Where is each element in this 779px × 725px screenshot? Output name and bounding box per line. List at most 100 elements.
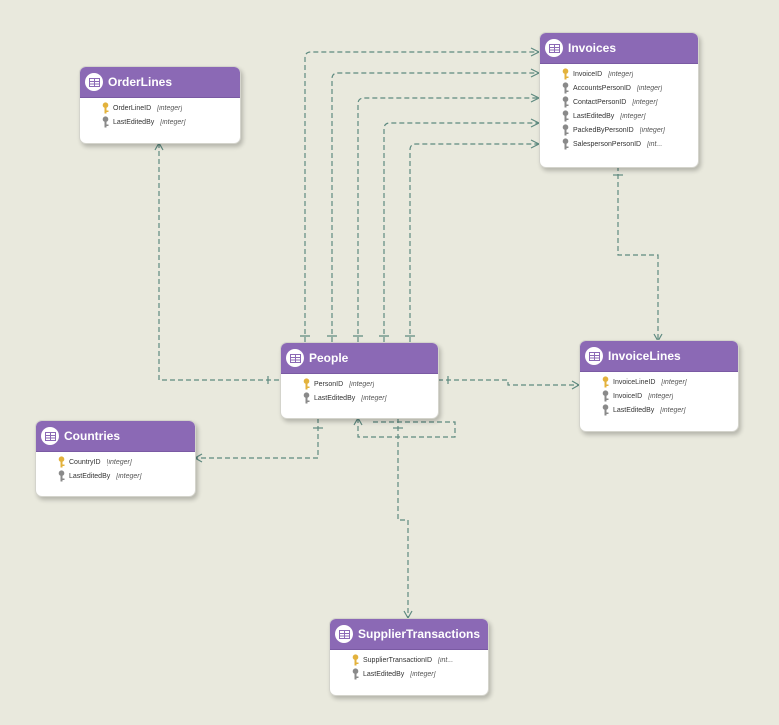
foreign-key-icon [561,138,570,150]
table-icon [85,73,103,91]
rel-invoices-packedbyperson[interactable] [383,122,539,342]
field-list: SupplierTransactionID [int... LastEditedB… [330,650,488,685]
field-name: SupplierTransactionID [363,656,432,664]
table-header[interactable]: InvoiceLines [580,341,738,372]
rel-invoicelines-invoiceid[interactable] [617,166,659,341]
foreign-key-icon [561,124,570,136]
field-row[interactable]: LastEditedBy[integer] [561,109,698,123]
table-title: Countries [64,429,121,443]
field-type: [integer] [632,98,658,106]
field-row[interactable]: SalespersonPersonID [int... [561,137,698,151]
field-list: InvoiceLineID [integer] InvoiceID [integer… [580,372,738,421]
table-countries[interactable]: Countries CountryID [integer] LastEditedB… [35,420,196,497]
field-row[interactable]: CountryID [integer] [57,455,195,469]
rel-invoices-lasteditedby[interactable] [357,97,539,342]
field-name: AccountsPersonID [573,84,631,92]
field-type: [int... [647,140,663,148]
field-row[interactable]: OrderLineID [integer] [101,101,240,115]
field-name: LastEditedBy [69,472,111,480]
field-list: OrderLineID[integer] LastEditedBy[intege… [80,98,240,133]
table-title: People [309,351,349,365]
field-name: CountryID [69,458,101,466]
field-row[interactable]: LastEditedBy[integer] [601,403,738,417]
field-type: [integer] [608,70,634,78]
field-row[interactable]: LastEditedBy[integer] [302,391,438,405]
rel-invoices-salespersonperson[interactable] [409,143,539,342]
rel-suppliertransactions-lasteditedby[interactable] [397,418,409,618]
foreign-key-icon [101,116,110,128]
table-header[interactable]: OrderLines [80,67,240,98]
primary-key-icon [101,102,110,114]
table-header[interactable]: SupplierTransactions [330,619,488,650]
table-icon [41,427,59,445]
field-type: [integer] [157,104,183,112]
field-name: LastEditedBy [363,670,405,678]
field-name: InvoiceID [613,392,643,400]
foreign-key-icon [561,96,570,108]
field-type: [integer] [639,126,665,134]
field-type: [integer] [116,472,142,480]
table-header[interactable]: Invoices [540,33,698,64]
field-name: LastEditedBy [613,406,655,414]
field-row[interactable]: PackedByPersonID [integer] [561,123,698,137]
field-name: InvoiceID [573,70,603,78]
rel-invoicelines-lasteditedby[interactable] [438,379,579,386]
table-header[interactable]: Countries [36,421,195,452]
rel-invoices-contactperson[interactable] [331,72,539,342]
field-name: SalespersonPersonID [573,140,642,148]
field-name: ContactPersonID [573,98,627,106]
table-title: OrderLines [108,75,173,89]
table-header[interactable]: People [281,343,438,374]
table-people[interactable]: People PersonID [integer] LastEditedBy[in… [280,342,439,419]
foreign-key-icon [302,392,311,404]
field-list: PersonID [integer] LastEditedBy[integer] [281,374,438,409]
field-type: [integer] [349,380,375,388]
foreign-key-icon [57,470,66,482]
primary-key-icon [302,378,311,390]
rel-countries-lasteditedby[interactable] [195,418,319,459]
field-type: [integer] [106,458,132,466]
field-type: [integer] [160,118,186,126]
foreign-key-icon [561,110,570,122]
field-row[interactable]: PersonID [integer] [302,377,438,391]
rel-invoices-accountsperson[interactable] [304,51,539,342]
field-row[interactable]: LastEditedBy [integer] [351,667,488,681]
field-type: [integer] [661,378,687,386]
table-suppliertransactions[interactable]: SupplierTransactions SupplierTransaction… [329,618,489,696]
field-row[interactable]: AccountsPersonID[integer] [561,81,698,95]
table-title: SupplierTransactions [358,627,481,641]
field-list: InvoiceID[integer] AccountsPersonID[inte… [540,64,698,155]
field-row[interactable]: LastEditedBy [integer] [57,469,195,483]
field-name: PersonID [314,380,344,388]
relationship-lines [158,51,659,618]
field-type: [integer] [410,670,436,678]
field-name: LastEditedBy [113,118,155,126]
field-row[interactable]: InvoiceID [integer] [601,389,738,403]
field-type: [integer] [648,392,674,400]
table-invoicelines[interactable]: InvoiceLines InvoiceLineID [integer] Invo… [579,340,739,432]
field-row[interactable]: ContactPersonID [integer] [561,95,698,109]
table-orderlines[interactable]: OrderLines OrderLineID [integer] LastEdit… [79,66,241,144]
foreign-key-icon [601,404,610,416]
rel-orderlines-lasteditedby[interactable] [158,143,280,381]
field-list: CountryID [integer] LastEditedBy [integer] [36,452,195,487]
rel-people-self[interactable] [357,418,456,438]
field-row[interactable]: InvoiceLineID [integer] [601,375,738,389]
field-type: [integer] [361,394,387,402]
table-title: Invoices [568,41,617,55]
field-row[interactable]: InvoiceID [integer] [561,67,698,81]
field-row[interactable]: LastEditedBy [integer] [101,115,240,129]
table-invoices[interactable]: Invoices InvoiceID [integer] AccountsPers… [539,32,699,168]
field-row[interactable]: SupplierTransactionID [int... [351,653,488,667]
field-name: OrderLineID [113,104,152,112]
table-icon [545,39,563,57]
field-name: InvoiceLineID [613,378,656,386]
table-icon [286,349,304,367]
primary-key-icon [57,456,66,468]
field-type: [int... [438,656,454,664]
field-name: PackedByPersonID [573,126,634,134]
primary-key-icon [351,654,360,666]
field-name: LastEditedBy [573,112,615,120]
foreign-key-icon [351,668,360,680]
